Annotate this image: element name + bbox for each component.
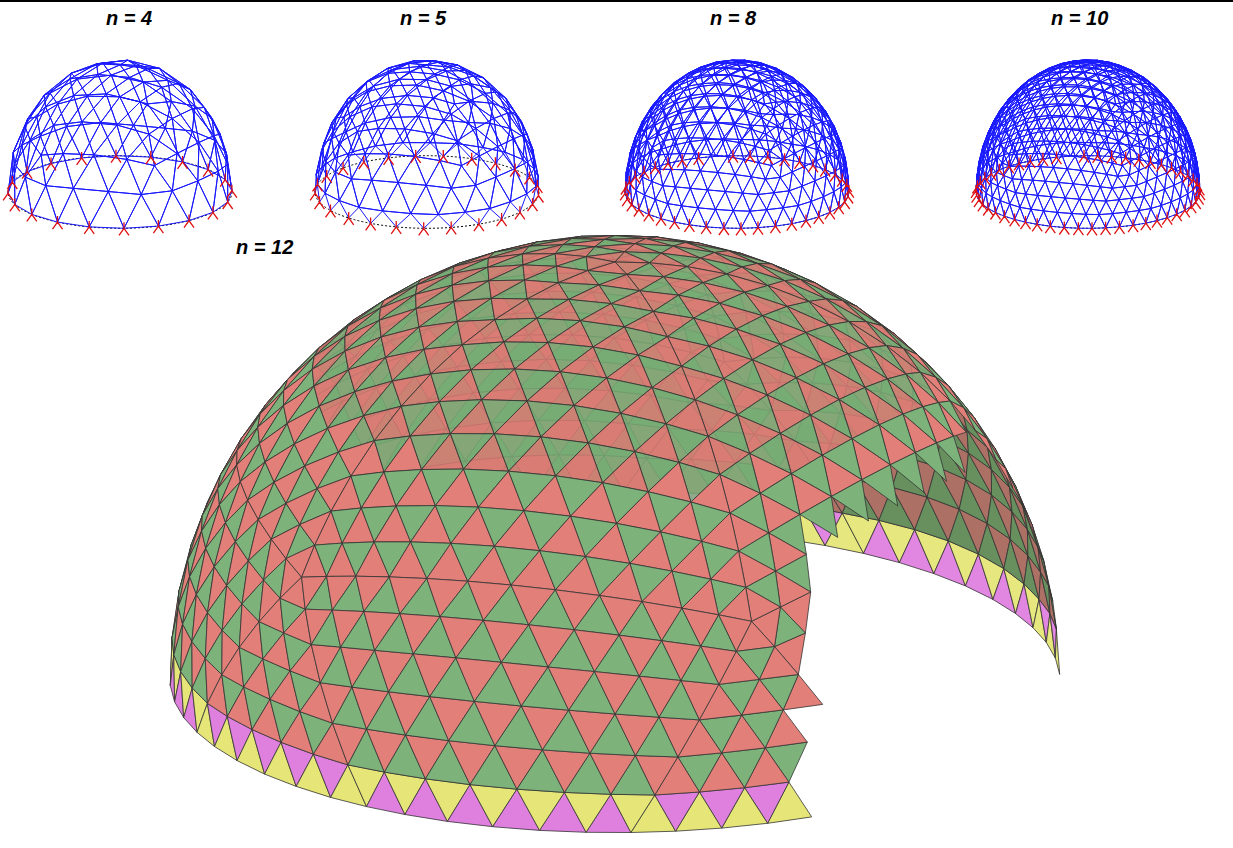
wireframe-dome — [971, 60, 1205, 235]
frequency-text: n = 8 — [710, 7, 756, 29]
dome-panel — [619, 602, 661, 641]
dome-panel — [1023, 505, 1035, 539]
frequency-label: n = 8 — [710, 7, 756, 30]
dome-panel — [611, 794, 655, 832]
dome-panel — [964, 408, 987, 439]
dome-panel — [1044, 561, 1053, 601]
frequency-label: n = 10 — [1051, 7, 1108, 30]
dome-panel — [495, 299, 537, 320]
strut-mesh — [625, 60, 849, 228]
dome-panel — [457, 298, 494, 321]
frequency-label: n = 5 — [400, 7, 446, 30]
frequency-label: n = 12 — [236, 236, 293, 259]
dome-panel — [987, 439, 1006, 469]
dome-panel — [205, 630, 222, 674]
dome-panel — [259, 598, 284, 633]
dome-panel — [462, 320, 504, 345]
dome-panel — [504, 318, 548, 342]
dome-panel — [489, 265, 525, 281]
dome-panel — [800, 497, 838, 538]
dome-panel — [1032, 525, 1044, 561]
dome-panel — [543, 750, 590, 793]
top-rule — [0, 0, 1233, 2]
dome-panel — [775, 571, 810, 607]
dome-panel — [655, 792, 700, 831]
base-support — [310, 150, 543, 235]
dome-panel — [964, 408, 987, 439]
dome-panel — [615, 714, 659, 756]
dome-panel — [491, 280, 527, 299]
shaded-dome — [170, 236, 1059, 833]
dome-panel — [181, 642, 193, 689]
dome-panel — [890, 453, 924, 493]
frequency-text: n = 12 — [236, 236, 293, 258]
dome-panel — [523, 254, 556, 267]
base-support — [3, 150, 237, 236]
dome-panel — [595, 672, 640, 714]
frequency-text: n = 4 — [106, 7, 152, 29]
dome-panel — [192, 659, 207, 704]
dome-panel — [1023, 506, 1038, 547]
dome-panel — [222, 604, 242, 647]
dome-panel — [987, 439, 1006, 469]
dome-panel — [515, 343, 561, 372]
dome-panel — [975, 431, 996, 460]
frequency-label: n = 4 — [106, 7, 152, 30]
dome-panel — [527, 372, 574, 406]
base-support — [620, 150, 854, 236]
dome-panel — [192, 613, 208, 659]
dome-panel — [615, 252, 650, 263]
dome-panel — [540, 516, 586, 556]
dome-panel — [1049, 586, 1057, 629]
dome-panel — [1023, 506, 1038, 547]
dome-panel — [590, 753, 636, 794]
dome-panel — [555, 557, 599, 596]
dome-panel — [569, 710, 615, 753]
dome-panel — [1006, 469, 1024, 506]
frequency-text: n = 5 — [400, 7, 446, 29]
dome-panel — [831, 480, 868, 521]
dome-panel — [1006, 469, 1024, 506]
dome-panel — [988, 448, 1010, 488]
dome-panel — [517, 789, 565, 830]
base-support — [971, 150, 1205, 236]
wireframe-dome — [3, 60, 237, 235]
wireframe-dome — [620, 60, 854, 235]
dome-panel — [1038, 547, 1049, 586]
dome-panel — [574, 596, 619, 636]
dome-panel — [862, 465, 898, 506]
dome-panel — [996, 460, 1013, 488]
dome-panel — [509, 437, 556, 476]
strut-mesh — [315, 61, 538, 229]
dome-panel — [494, 401, 541, 437]
dome-panel — [541, 406, 588, 443]
dome-panel — [600, 563, 643, 601]
dome-panel — [527, 283, 569, 300]
dome-panel — [1049, 586, 1057, 629]
dome-panel — [280, 577, 305, 609]
dome-panel — [524, 476, 571, 516]
dome-panel — [471, 342, 515, 370]
dome-panel — [482, 369, 527, 401]
dome-panel — [988, 448, 1010, 488]
strut-mesh — [976, 60, 1200, 228]
frequency-text: n = 10 — [1051, 7, 1108, 29]
strut-mesh — [8, 60, 232, 228]
dome-panel — [454, 281, 491, 302]
dome-panel — [564, 792, 610, 832]
dome-panel — [1038, 547, 1049, 586]
wireframe-dome — [310, 61, 543, 236]
dome-panel — [595, 635, 640, 676]
dome-panel — [1032, 525, 1044, 561]
dome-panel — [537, 299, 581, 320]
dome-panel — [1055, 629, 1059, 675]
dome-panel — [635, 756, 677, 796]
